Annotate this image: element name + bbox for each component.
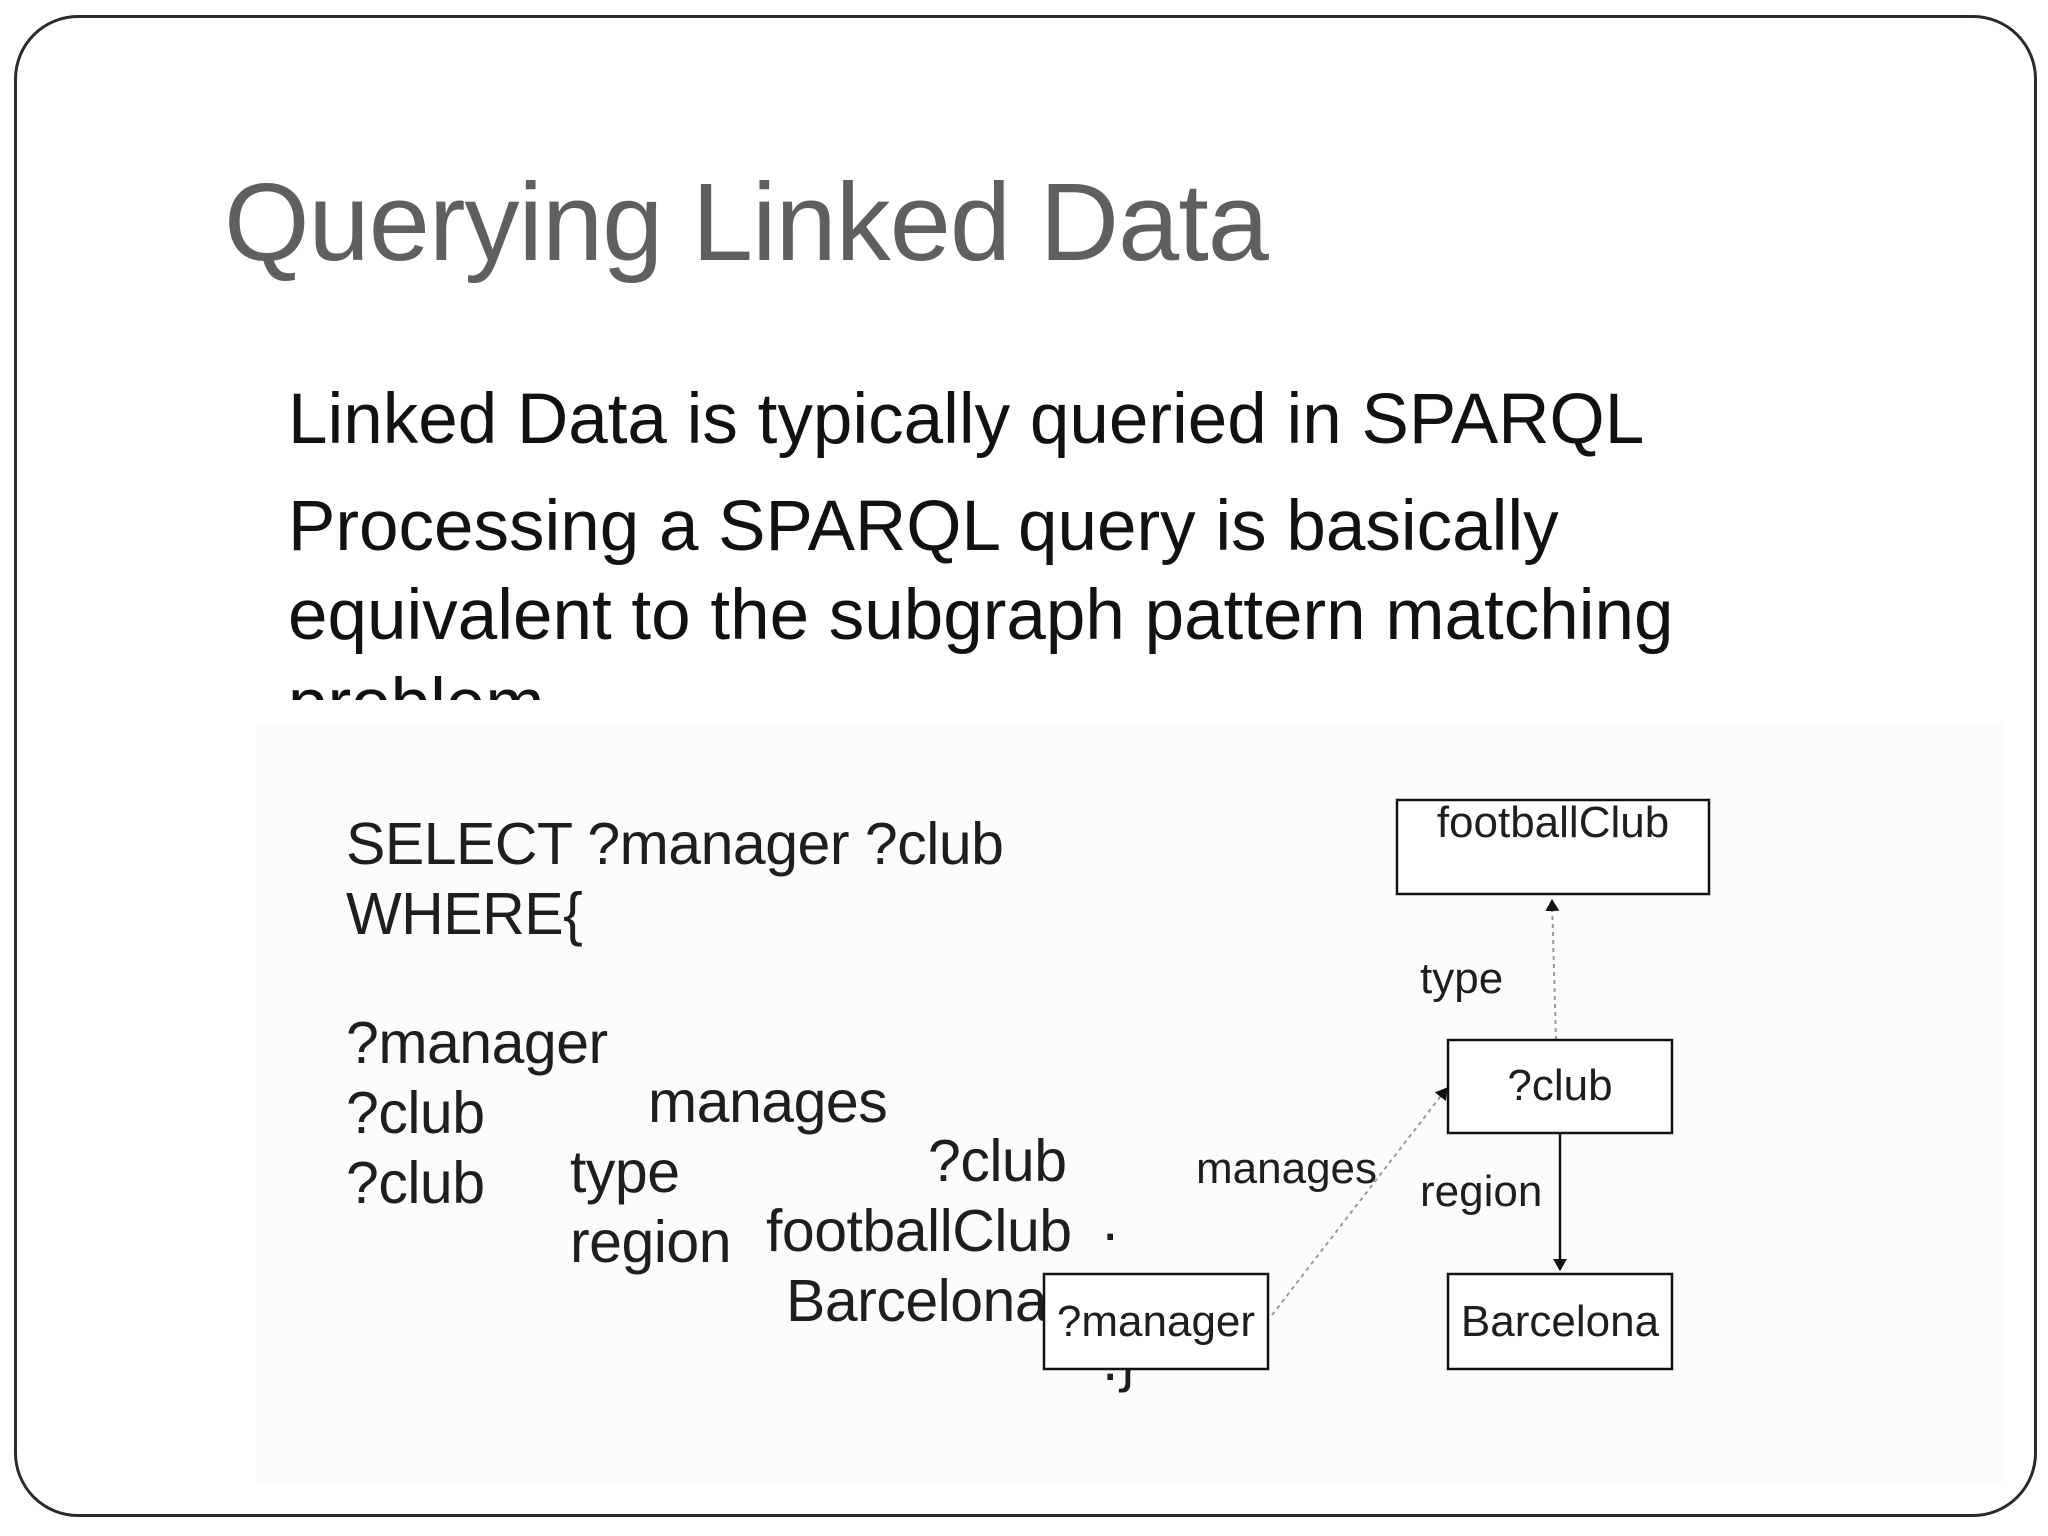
edge-label-type: type [1420, 954, 1503, 1003]
node-label: Barcelona [1461, 1297, 1660, 1346]
bullet-list: Linked Data is typically queried in SPAR… [288, 375, 1868, 700]
node-manager: ?manager [1042, 1272, 1270, 1371]
bullet-item: Linked Data is typically queried in SPAR… [288, 375, 1868, 464]
node-label: ?manager [1057, 1297, 1255, 1346]
edge-type-arrow [1545, 899, 1560, 1041]
query-line-triple: ?manager manages ?club . [346, 955, 1146, 1250]
query-line-where: WHERE{ [346, 881, 583, 947]
query-predicate: type [570, 1139, 680, 1205]
query-subject: ?club [346, 1080, 485, 1146]
query-predicate: manages [648, 1069, 888, 1135]
query-line-triple: ?club region Barcelona .} [346, 1095, 1186, 1390]
node-club: ?club [1446, 1038, 1674, 1135]
query-subject: ?manager [346, 1010, 608, 1076]
node-label: footballClub [1437, 798, 1669, 847]
node-football-club: footballClub [1395, 798, 1711, 896]
query-object: ?club [928, 1128, 1067, 1194]
query-object: footballClub [766, 1198, 1072, 1264]
edge-label-manages: manages [1196, 1144, 1377, 1193]
query-line-triple: ?club type footballClub . [346, 1025, 1146, 1320]
node-barcelona: Barcelona [1446, 1272, 1674, 1371]
bullet-text: Linked Data is typically queried in SPAR… [288, 380, 1645, 459]
slide-title: Querying Linked Data [224, 161, 1269, 284]
bullet-text: Processing a SPARQL query is basically e… [288, 487, 1674, 700]
query-terminator: . [1102, 1187, 1118, 1253]
query-subject: ?club [346, 1150, 485, 1216]
query-object: Barcelona [786, 1268, 1048, 1334]
query-predicate: region [570, 1209, 732, 1275]
edge-label-region: region [1420, 1167, 1542, 1216]
node-label: ?club [1507, 1061, 1612, 1110]
bullet-item: Processing a SPARQL query is basically e… [288, 482, 1868, 700]
query-line-select: SELECT ?manager ?club [346, 811, 1004, 877]
